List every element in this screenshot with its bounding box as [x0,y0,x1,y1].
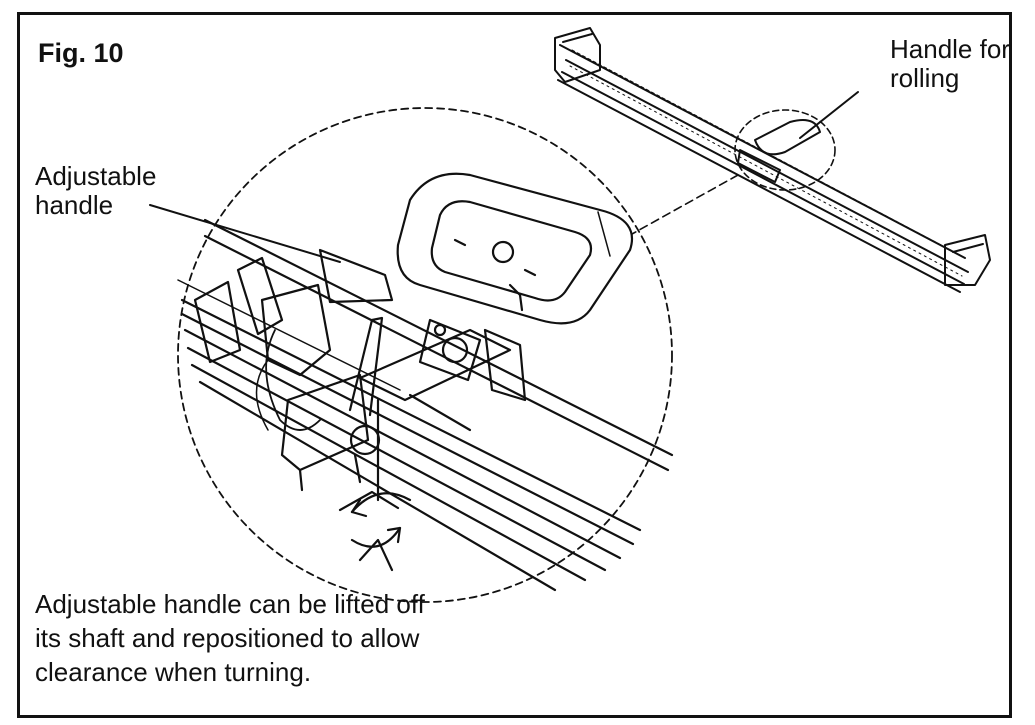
caption-line-2: its shaft and repositioned to allow [35,623,420,653]
figure-caption: Adjustable handle can be lifted off its … [35,587,425,689]
detail-callout-circle [734,109,836,191]
adjustable-handle-leader [149,204,341,263]
handle-for-rolling-leader [799,91,859,139]
adjustable-handle-label-line-1: Adjustable [35,161,157,191]
caption-line-3: clearance when turning. [35,657,312,687]
overview-rail [554,27,991,293]
adjustable-handle-label: Adjustable handle [35,162,156,220]
figure-border [17,12,1012,718]
adjustable-handle-label-line-2: handle [35,190,114,220]
magnified-rail [177,172,674,592]
caption-line-1: Adjustable handle can be lifted off [35,589,425,619]
handle-for-rolling-label-line-2: rolling [890,63,960,93]
detail-magnified-circle [177,107,673,603]
detail-connector [631,174,739,235]
handle-for-rolling-label-line-1: Handle for [890,34,1010,64]
handle-for-rolling-label: Handle for rolling [890,35,1010,93]
figure-title: Fig. 10 [38,38,124,68]
rotate-arrow-icon [338,398,412,572]
